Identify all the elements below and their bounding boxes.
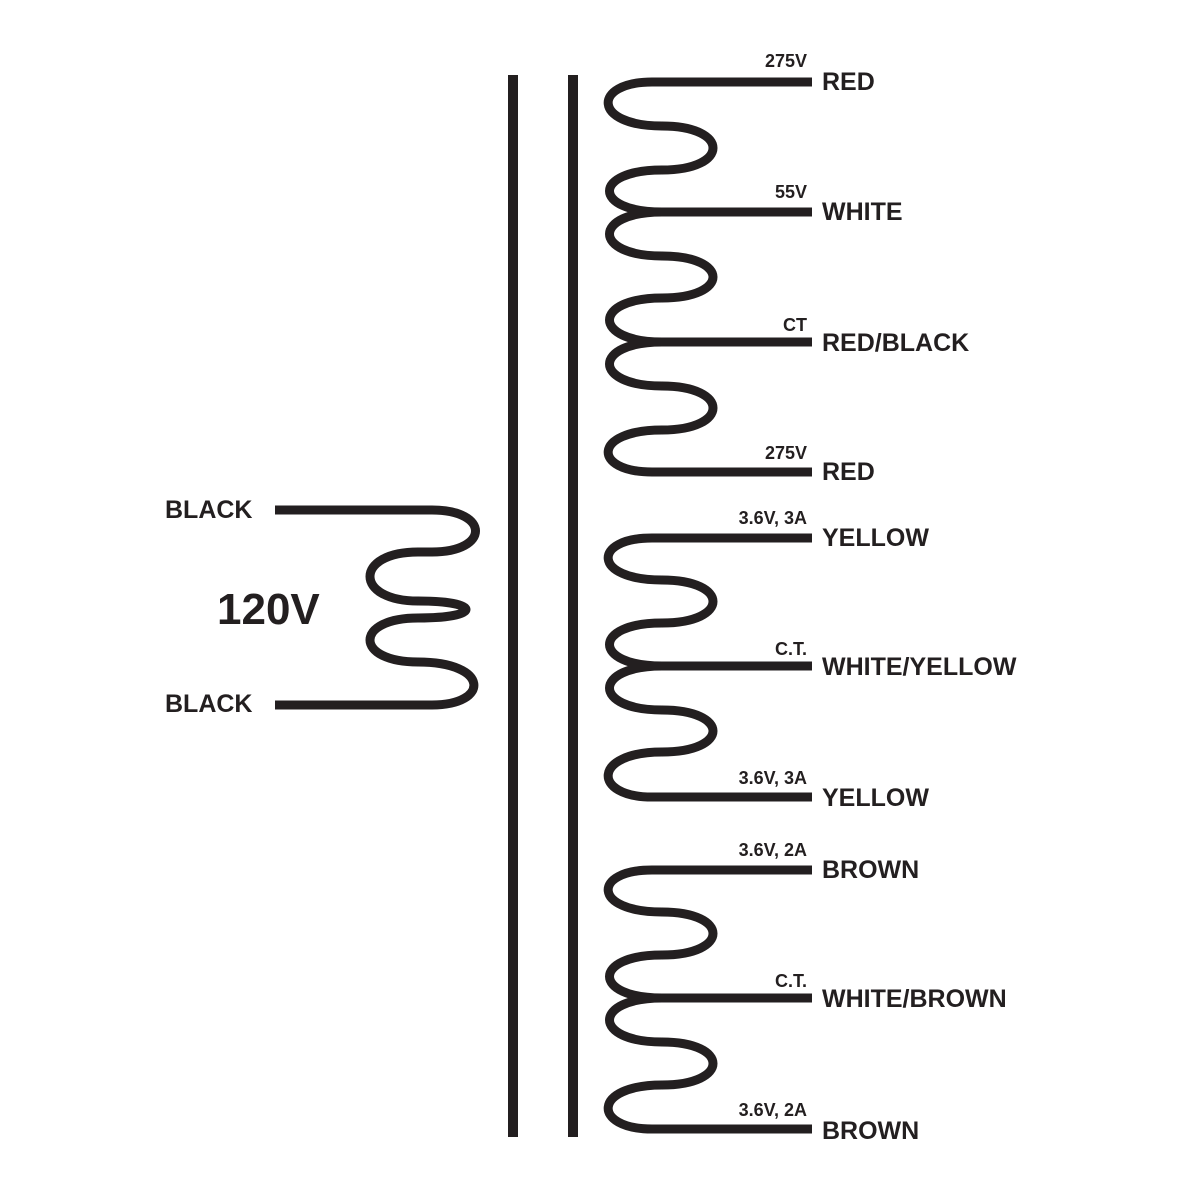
filament-2-tap-3-rating: 3.6V, 2A xyxy=(739,1100,807,1120)
filament-1-tap-2-color: WHITE/YELLOW xyxy=(822,653,1017,681)
hv-tap-2-rating: 55V xyxy=(775,182,807,202)
hv-tap-4-color: RED xyxy=(822,458,875,486)
filament-2-tap-1-rating: 3.6V, 2A xyxy=(739,840,807,860)
hv-tap-3-rating: CT xyxy=(783,315,807,335)
primary-coil xyxy=(275,505,480,710)
filament-1-tap-3-color: YELLOW xyxy=(822,784,929,812)
filament-1-tap-1-rating: 3.6V, 3A xyxy=(739,508,807,528)
filament-2-tap-3-color: BROWN xyxy=(822,1117,919,1145)
secondary-winding-filament-2: 3.6V, 2A BROWN C.T. WHITE/BROWN 3.6V, 2A… xyxy=(603,840,1007,1145)
primary-voltage-label: 120V xyxy=(217,585,320,634)
filament-1-tap-2-rating: C.T. xyxy=(775,639,807,659)
filament-1-tap-1-color: YELLOW xyxy=(822,524,929,552)
secondary-winding-filament-1: 3.6V, 3A YELLOW C.T. WHITE/YELLOW 3.6V, … xyxy=(603,508,1017,812)
filament-1-tap-3-rating: 3.6V, 3A xyxy=(739,768,807,788)
secondary-winding-high-voltage: 275V RED 55V WHITE CT RED/BLACK 275V RED xyxy=(603,51,969,486)
hv-tap-2-color: WHITE xyxy=(822,198,903,226)
hv-tap-4-rating: 275V xyxy=(765,443,807,463)
hv-tap-3-color: RED/BLACK xyxy=(822,329,969,357)
filament-2-tap-2-color: WHITE/BROWN xyxy=(822,985,1007,1013)
primary-lead-top-label: BLACK xyxy=(165,496,253,524)
filament-2-coil xyxy=(603,865,812,1134)
hv-coil xyxy=(603,77,812,477)
primary-winding: BLACK BLACK 120V xyxy=(165,496,480,718)
filament-2-tap-2-rating: C.T. xyxy=(775,971,807,991)
hv-tap-1-color: RED xyxy=(822,68,875,96)
hv-tap-1-rating: 275V xyxy=(765,51,807,71)
filament-1-coil xyxy=(603,533,812,802)
filament-2-tap-1-color: BROWN xyxy=(822,856,919,884)
primary-lead-bottom-label: BLACK xyxy=(165,690,253,718)
